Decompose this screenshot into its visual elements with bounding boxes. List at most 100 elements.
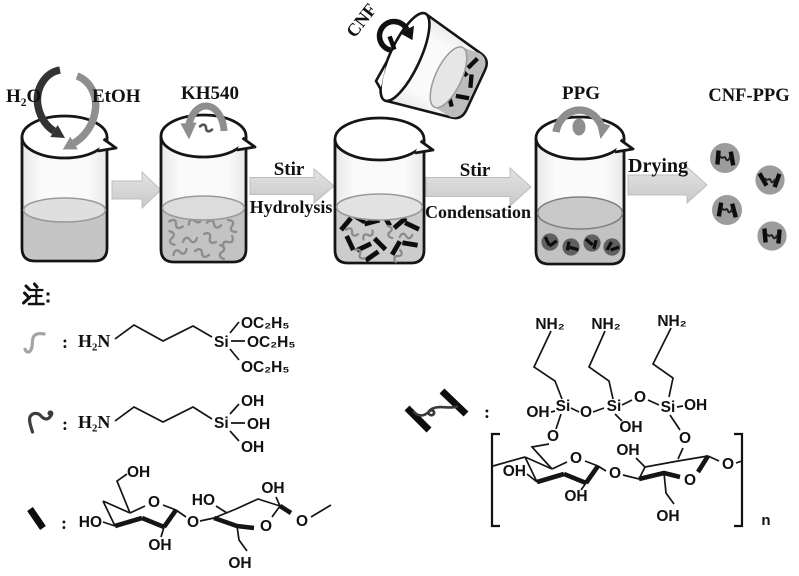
si-oh-bond [614,413,623,422]
cnf-rod [372,236,388,252]
molecule-squiggle [344,227,360,237]
cnf-rod [757,172,769,187]
note-heading-glyph [22,282,50,306]
label-si: Si [214,415,229,432]
chain-bond [735,460,743,464]
ring-bond [492,456,599,483]
legend-colon: : [61,513,67,533]
methyl-bond [310,504,332,518]
beaker-liquid-surface [335,193,424,221]
si-oh-bond [550,410,556,413]
molecule-squiggle [168,218,184,230]
si-o-c-bond [669,414,684,460]
cnf-pour-arrow-arc [376,18,410,53]
beaker-rim [333,116,426,162]
stir-label-2: Stir [460,160,491,181]
beaker-spout [614,138,635,154]
addition-arrow-arc [185,102,228,132]
cnf-rod [569,245,579,252]
grafted-symbol-rod [404,405,432,433]
legend-colon: : [484,402,490,422]
block-arrow-4 [627,165,708,205]
cnf-contents-surface [429,46,468,109]
cnf-rod [364,249,380,263]
ring-bond-bold [536,464,600,486]
cnf-rod [728,151,736,166]
ring-bond [102,500,177,527]
si-bonds [229,321,245,361]
label-si: Si [607,398,622,415]
label-kh540: KH540 [181,83,239,104]
si-bonds [229,403,245,442]
product-particle [712,195,742,225]
molecule-squiggle [198,123,214,133]
label-oh: OH [619,419,642,436]
oh-bond [635,457,646,468]
kh540-addition-arrow [180,102,228,140]
molecule-squiggle [218,243,226,261]
glycosidic-bond [597,465,607,472]
beaker-ppg [534,115,635,266]
molecule-squiggle [202,232,218,244]
label-oh: OH [526,404,549,421]
si-o-si-bond [570,407,605,413]
cnf-rod [605,241,613,251]
molecule-squiggle [354,248,366,260]
label-ring-o: O [570,450,582,467]
beaker-kh540 [159,113,257,264]
label-oh: OH [241,439,264,456]
silane-squiggles [168,216,238,261]
label-oh: OH [564,488,587,505]
addition-arrow-head [180,122,197,140]
molecule-squiggle [226,218,238,234]
label-oh: OH [247,416,270,433]
oh-bond [275,496,281,507]
particle-squiggle [764,177,776,184]
molecule-squiggle [193,248,211,258]
cnf-rod [716,202,724,217]
beaker-water-ethanol [20,114,118,263]
cnf-container-rim [379,11,431,103]
molecule-squiggle [398,232,414,240]
ring-bond-bold [213,515,255,531]
molecule-squiggle [168,230,176,246]
particle-squiggle [721,207,733,214]
beaker-hydrolysis [333,116,435,265]
methoxy-bond [278,504,293,515]
cnf-rod [390,240,402,256]
beaker-rim [159,113,248,159]
cnf-rod [543,236,551,246]
beaker-spout [236,136,257,152]
glycosidic-bond [175,509,187,518]
cnf-rod [455,93,470,101]
label-o: O [679,430,691,447]
beaker-spout [97,137,118,153]
cnf-rod [584,237,594,247]
label-o: O [547,428,559,445]
grafted-symbol-rod [439,388,469,417]
silanol-symbol [27,410,54,434]
stir-arrow-dark-head [50,125,65,138]
ring-bond-bold [114,508,178,530]
ring-bond [213,498,281,519]
process-row: H₂O EtOH KH540 Stir Hydrolysis CNF Stir … [6,0,790,266]
stir-label-1: Stir [274,159,305,180]
cnf-rod [565,241,571,251]
cnf-container-spout [374,61,388,90]
label-si: Si [214,334,229,351]
cnf-rod [776,229,782,244]
label-etoh: EtOH [92,86,141,107]
block-arrow-2 [249,167,335,205]
label-nh2: NH₂ [657,313,686,330]
beaker-spout [414,139,435,155]
particle-squiggle [766,233,778,240]
product-particles [710,143,787,251]
oh-bonds [526,473,587,491]
label-ho: HO [79,514,102,531]
condensation-label: Condensation [425,202,531,222]
legend-item-grafted: : NH₂ NH₂ NH₂ Si Si Si OH O O OH OH O O … [404,313,771,529]
addition-arrow-head [596,121,611,139]
hydrolysis-label: Hydrolysis [250,197,333,217]
